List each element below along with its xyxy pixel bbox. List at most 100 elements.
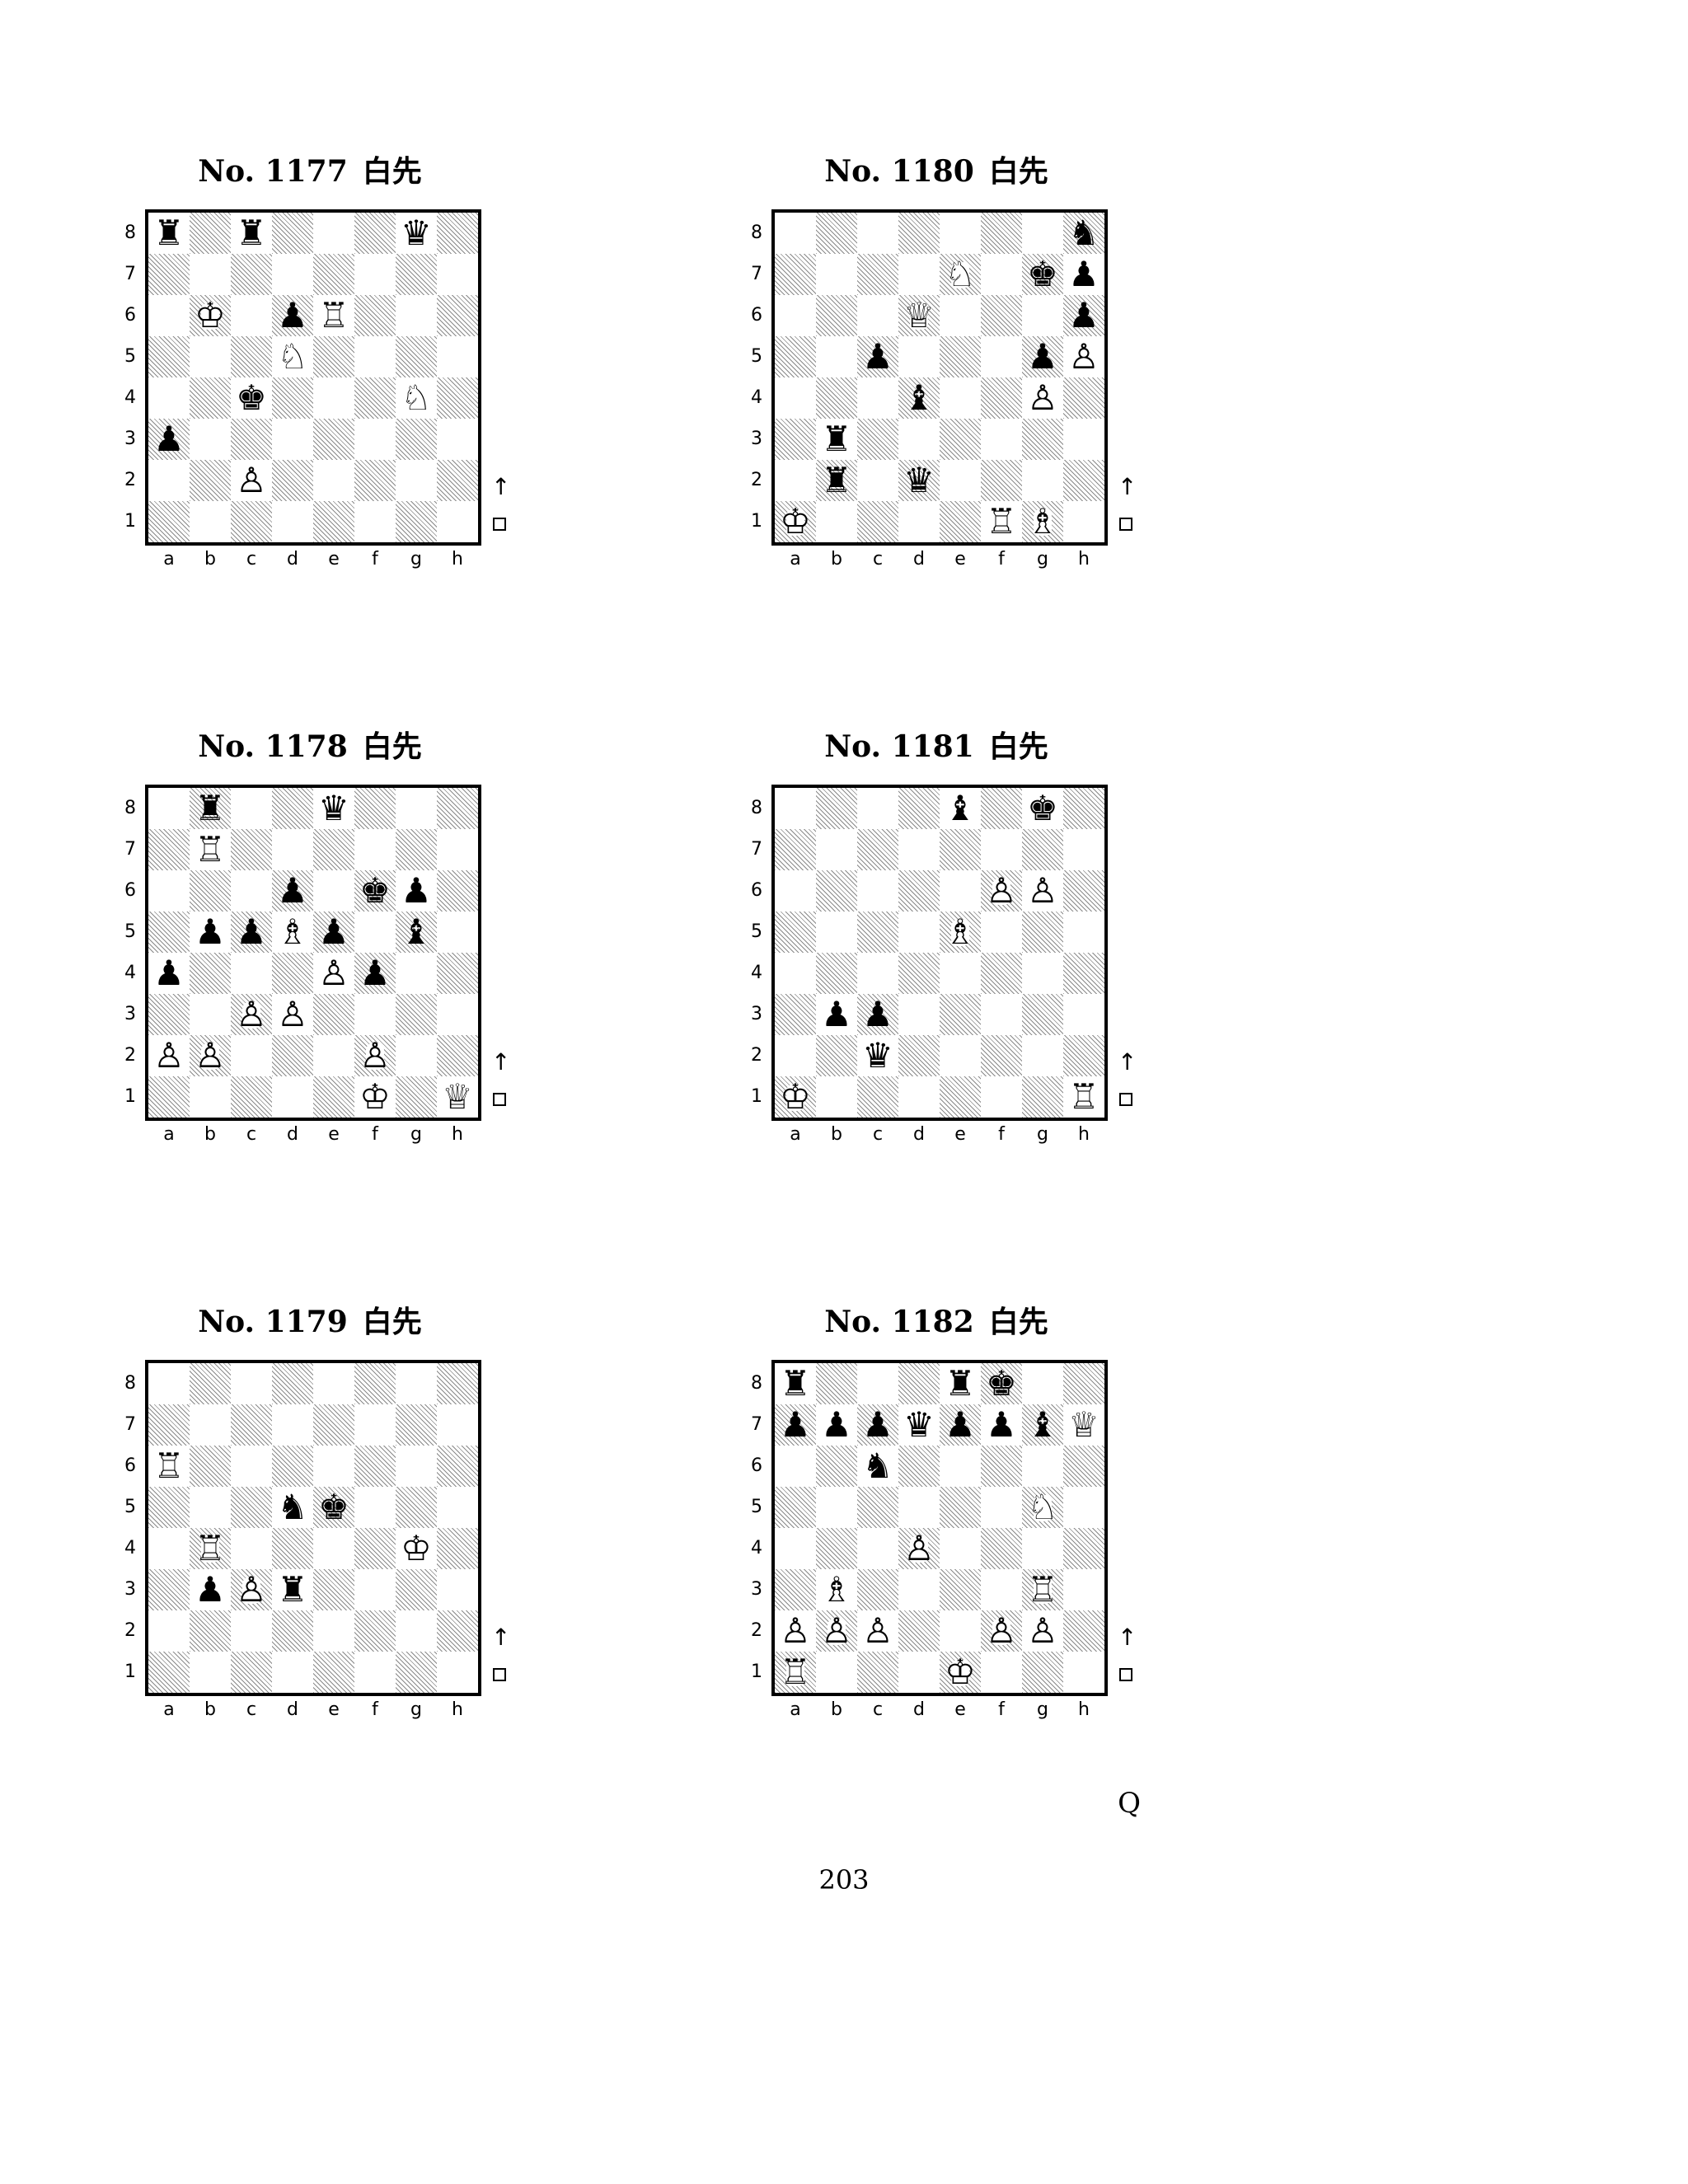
square-f8 (354, 213, 396, 254)
square-f8 (981, 213, 1022, 254)
white-rook-icon: ♖ (1068, 1076, 1100, 1117)
square-c6 (231, 295, 272, 336)
square-d3 (898, 994, 940, 1035)
up-arrow-icon: ↑ (1118, 1048, 1137, 1076)
rank-label: 8 (124, 798, 136, 818)
square-f4 (981, 1528, 1022, 1569)
square-a3 (775, 419, 816, 460)
square-g6: ♙ (1022, 870, 1063, 912)
square-e3 (940, 419, 981, 460)
square-h4 (437, 377, 478, 419)
rank-label: 3 (751, 1004, 762, 1024)
square-h8: ♞ (1063, 213, 1104, 254)
black-king-icon: ♚ (986, 1363, 1017, 1404)
square-d3 (898, 1569, 940, 1610)
rank-label: 2 (124, 1620, 136, 1641)
square-f2: ♙ (981, 1610, 1022, 1652)
square-d7 (272, 829, 313, 870)
square-c6 (857, 295, 898, 336)
square-c5 (231, 1487, 272, 1528)
puzzle-number: No. 1182 (824, 1305, 974, 1339)
rank-label: 3 (124, 1579, 136, 1600)
square-e8 (940, 213, 981, 254)
white-bishop-icon: ♗ (945, 912, 976, 952)
square-a6 (775, 295, 816, 336)
square-d4 (272, 1528, 313, 1569)
square-g5: ♘ (1022, 1487, 1063, 1528)
square-e6 (940, 295, 981, 336)
square-c5 (231, 336, 272, 377)
file-label: g (1037, 1699, 1048, 1720)
square-c3: ♙ (231, 994, 272, 1035)
square-g5 (1022, 912, 1063, 953)
square-f3 (981, 994, 1022, 1035)
rank-label: 1 (751, 1661, 762, 1682)
square-e3 (940, 1569, 981, 1610)
square-b3 (190, 419, 231, 460)
square-a7: ♟ (775, 1404, 816, 1446)
rank-label: 1 (751, 511, 762, 532)
square-c8 (857, 1363, 898, 1404)
square-e7 (313, 254, 354, 295)
black-pawn-icon: ♟ (153, 419, 185, 459)
square-b7: ♖ (190, 829, 231, 870)
rank-label: 2 (751, 470, 762, 490)
rank-label: 5 (751, 1497, 762, 1517)
rank-label: 6 (751, 1455, 762, 1476)
file-label: f (998, 1124, 1005, 1145)
black-pawn-icon: ♟ (1068, 295, 1100, 335)
square-b5 (816, 912, 857, 953)
white-pawn-icon: ♙ (277, 994, 308, 1034)
file-label: a (163, 1124, 175, 1145)
square-a5 (148, 912, 190, 953)
square-e3 (313, 1569, 354, 1610)
square-e1 (313, 1652, 354, 1693)
square-f5 (354, 336, 396, 377)
square-h3 (1063, 994, 1104, 1035)
square-e7 (940, 829, 981, 870)
square-h6 (437, 870, 478, 912)
white-pawn-icon: ♙ (821, 1610, 852, 1651)
square-g7 (396, 1404, 437, 1446)
square-c4 (231, 953, 272, 994)
square-b6 (816, 295, 857, 336)
square-d8 (272, 788, 313, 829)
square-e3 (940, 994, 981, 1035)
square-d6 (898, 870, 940, 912)
square-f7 (981, 829, 1022, 870)
square-c1 (231, 1076, 272, 1118)
square-e1 (940, 1076, 981, 1118)
file-label: c (872, 1699, 884, 1720)
square-d5 (898, 912, 940, 953)
black-queen-icon: ♛ (318, 788, 349, 828)
square-d8 (898, 1363, 940, 1404)
file-label: d (913, 1124, 925, 1145)
square-a4 (775, 1528, 816, 1569)
square-d7: ♛ (898, 1404, 940, 1446)
file-label: h (1078, 549, 1090, 569)
square-a8: ♜ (775, 1363, 816, 1404)
square-c2 (857, 460, 898, 501)
square-b5 (816, 336, 857, 377)
square-h6 (437, 1446, 478, 1487)
square-a3 (148, 994, 190, 1035)
square-a4 (148, 1528, 190, 1569)
file-label: g (410, 1124, 422, 1145)
square-h3 (1063, 1569, 1104, 1610)
rank-label: 5 (124, 921, 136, 942)
rank-label: 2 (124, 470, 136, 490)
square-g2: ♙ (1022, 1610, 1063, 1652)
square-h4 (437, 1528, 478, 1569)
square-f6 (354, 295, 396, 336)
square-f4 (354, 1528, 396, 1569)
square-h2 (1063, 1610, 1104, 1652)
side-to-move-label: 白先 (988, 1305, 1048, 1339)
square-b1 (190, 1076, 231, 1118)
square-b2: ♙ (190, 1035, 231, 1076)
file-label: e (328, 1699, 340, 1720)
square-a8 (148, 1363, 190, 1404)
square-a1 (148, 1652, 190, 1693)
